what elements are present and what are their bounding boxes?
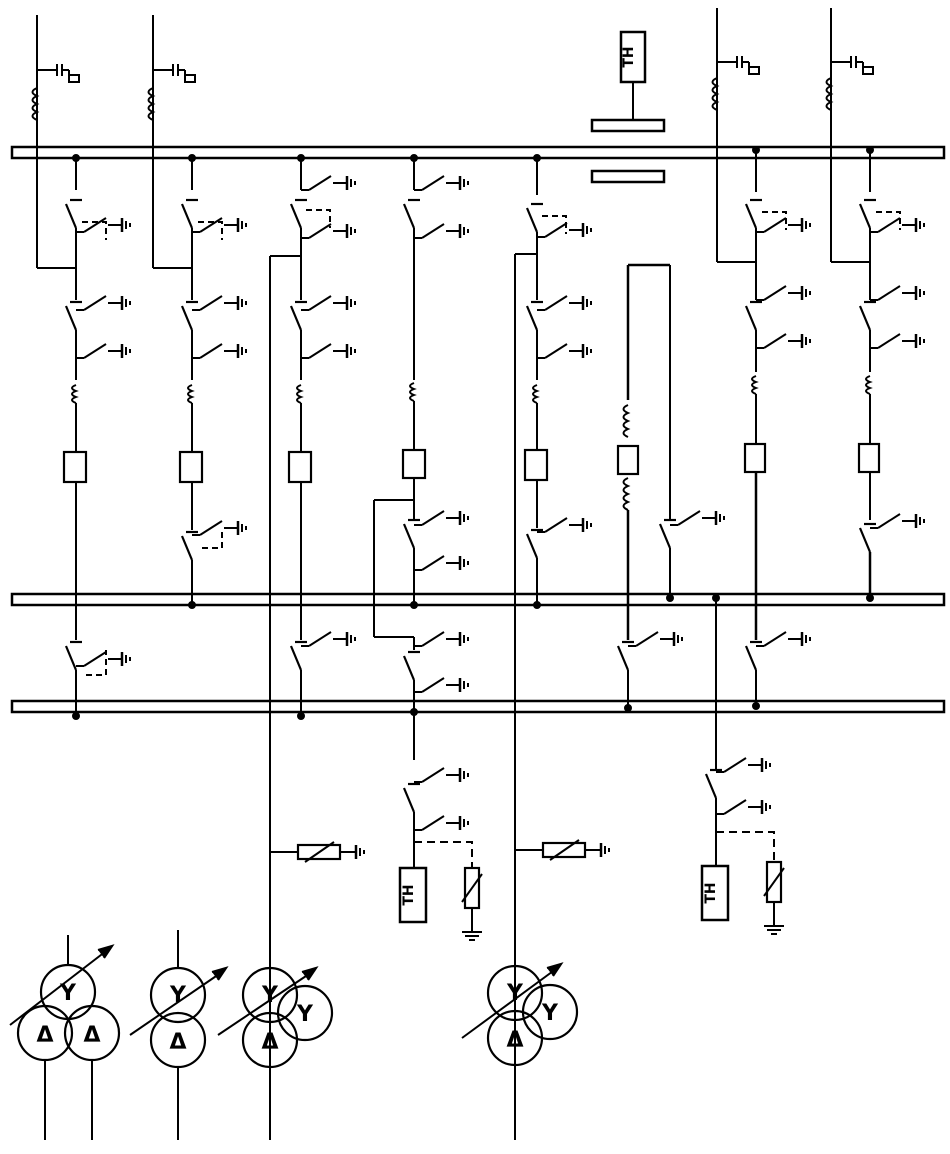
t4-delta: Δ (506, 1028, 523, 1053)
t3-delta: Δ (261, 1030, 278, 1055)
t1-wye: Y (59, 981, 77, 1006)
transformer-2: Y Δ (129, 930, 229, 1140)
arrester-lead-2 (515, 839, 611, 861)
bay-5 (514, 154, 591, 1140)
arrester-lead-1 (270, 841, 366, 863)
t1-delta-a: Δ (36, 1023, 53, 1048)
bay-vt-right: TH (700, 594, 785, 935)
t4-wye-tertiary: Y (541, 1001, 559, 1026)
busbar-section-2 (10, 699, 946, 714)
t3-wye-tertiary: Y (296, 1002, 314, 1027)
line-incomer-1 (31, 15, 80, 269)
line-incomer-3 (711, 8, 760, 263)
top-voltage-transformer: TH (590, 30, 666, 133)
transformer-3: Y Δ Y (217, 966, 334, 1140)
t2-delta: Δ (169, 1030, 186, 1055)
bay-2 (178, 154, 246, 609)
t2-wye: Y (169, 983, 187, 1008)
t1-delta-b: Δ (83, 1023, 100, 1048)
bus-vt-right-label: TH (703, 882, 719, 903)
bay-1 (62, 154, 130, 720)
bay-3 (269, 154, 355, 1140)
transformer-1: Y Δ Δ (9, 935, 121, 1140)
line-incomer-2 (147, 15, 196, 269)
busbar-section-1 (10, 592, 946, 607)
busbar-main (10, 145, 946, 160)
bus-coupler-plate (590, 169, 666, 184)
bus-vt-left-label: TH (401, 884, 417, 905)
transformer-4: Y Δ Y (461, 962, 579, 1140)
top-vt-label: TH (621, 46, 637, 67)
bay-4: TH (373, 154, 483, 941)
bay-6 (616, 263, 724, 712)
bay-7 (743, 146, 810, 710)
line-incomer-4 (825, 8, 874, 263)
t4-wye: Y (506, 981, 524, 1006)
t3-wye: Y (261, 983, 279, 1008)
bay-8 (857, 146, 924, 602)
